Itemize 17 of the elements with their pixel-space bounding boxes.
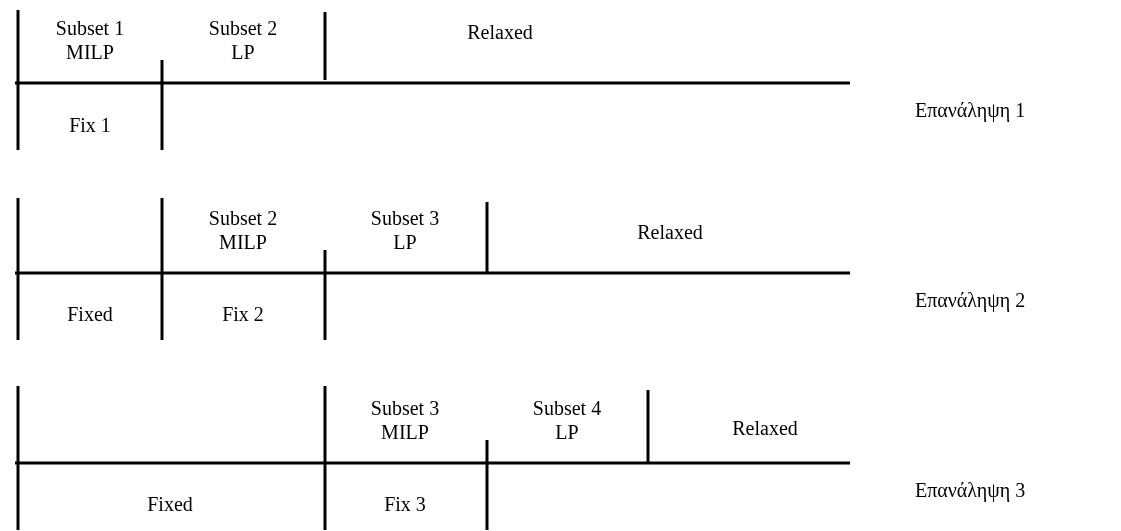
segment-label: Subset 3 MILP [369, 396, 441, 444]
segment-label: Subset 2 MILP [207, 206, 279, 254]
segment-label: Fix 2 [221, 302, 265, 326]
segment-label: Subset 3 LP [369, 206, 441, 254]
iteration-label: Επανάληψη 3 [915, 478, 1026, 502]
segment-label: Relaxed [636, 220, 704, 244]
segment-label: Fixed [146, 492, 194, 516]
segment-label: Relaxed [466, 20, 534, 44]
segment-label: Fix 1 [68, 113, 112, 137]
segment-label: Fix 3 [383, 492, 427, 516]
segment-label: Subset 1 MILP [54, 16, 126, 64]
segment-label: Subset 4 LP [531, 396, 603, 444]
iteration-label: Επανάληψη 2 [915, 288, 1026, 312]
segment-label: Subset 2 LP [207, 16, 279, 64]
iteration-label: Επανάληψη 1 [915, 98, 1026, 122]
segment-label: Relaxed [731, 416, 799, 440]
segment-label: Fixed [66, 302, 114, 326]
